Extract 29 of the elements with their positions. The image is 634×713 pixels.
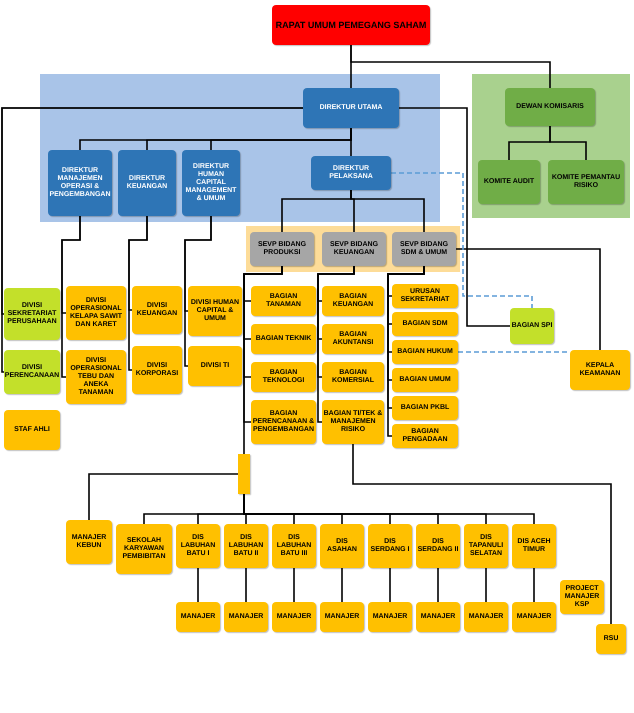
connector-line <box>399 107 510 327</box>
connector-line <box>245 568 247 602</box>
connector-line <box>128 216 148 371</box>
dashed-connector <box>391 172 533 308</box>
connector-line <box>437 568 439 602</box>
empty-box <box>238 454 250 494</box>
connector-line <box>61 216 81 378</box>
connector-line <box>317 266 355 423</box>
connector-line <box>1 107 303 373</box>
connector-line <box>456 248 601 350</box>
unit-box: RAPAT UMUM PEMEGANG SAHAM <box>272 5 430 45</box>
connector-line <box>293 568 295 602</box>
connector-line <box>350 190 425 232</box>
connector-line <box>197 568 199 602</box>
group-band <box>40 74 440 222</box>
connector-line <box>88 473 238 520</box>
group-band <box>246 226 460 272</box>
group-band <box>472 74 630 218</box>
connector-line <box>485 568 487 602</box>
connector-line <box>389 568 391 602</box>
connector-line <box>184 216 212 367</box>
connector-line <box>350 45 551 88</box>
connector-line <box>350 128 352 156</box>
connector-line <box>549 126 587 160</box>
connector-line <box>533 568 535 602</box>
dashed-connector <box>458 351 570 353</box>
connector-line <box>352 444 612 624</box>
connector-line <box>243 494 535 524</box>
connector-line <box>341 568 343 602</box>
